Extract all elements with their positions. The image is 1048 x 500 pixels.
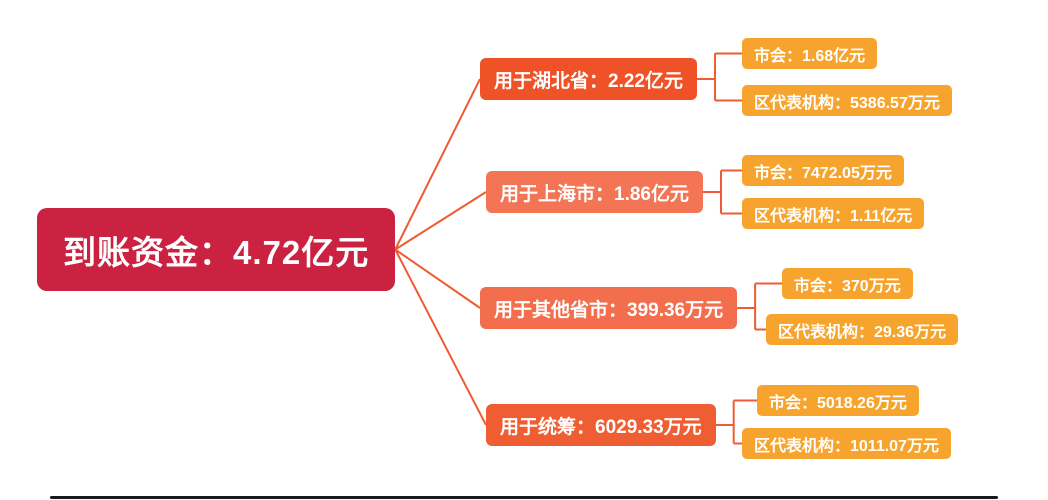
leaf-node-city-association: 市会：5018.26万元 <box>757 385 919 416</box>
leaf-node-district-agency: 区代表机构：5386.57万元 <box>742 85 952 116</box>
branch-node-hubei: 用于湖北省：2.22亿元 <box>480 58 697 100</box>
bottom-border-line <box>50 496 998 499</box>
leaf-node-district-agency: 区代表机构：1.11亿元 <box>742 198 925 229</box>
branch-node-shanghai: 用于上海市：1.86亿元 <box>486 171 703 213</box>
branch-node-overall-planning: 用于统筹：6029.33万元 <box>486 404 716 446</box>
leaf-node-district-agency: 区代表机构：1011.07万元 <box>742 428 951 459</box>
branch-node-other-provinces: 用于其他省市：399.36万元 <box>480 287 738 329</box>
leaf-node-city-association: 市会：7472.05万元 <box>742 155 904 186</box>
leaf-node-city-association: 市会：370万元 <box>782 268 913 299</box>
root-node: 到账资金：4.72亿元 <box>37 208 396 291</box>
connector-path <box>394 52 782 445</box>
leaf-node-district-agency: 区代表机构：29.36万元 <box>766 314 959 345</box>
leaf-node-city-association: 市会：1.68亿元 <box>742 38 878 69</box>
